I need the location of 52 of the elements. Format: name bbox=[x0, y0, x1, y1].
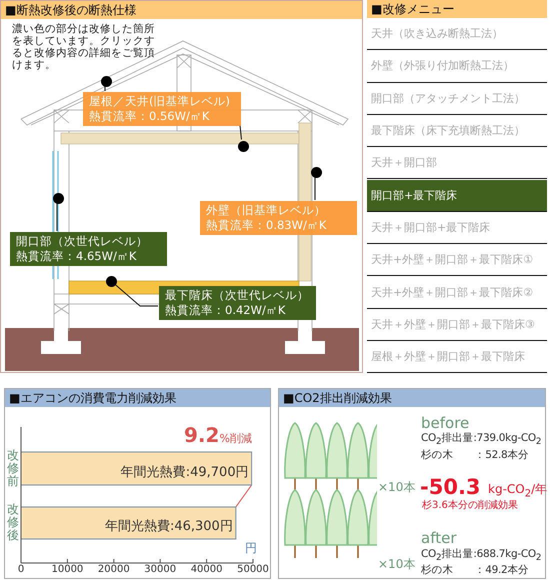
callout-box bbox=[10, 232, 167, 266]
callout-text: 屋根／天井(旧基準レベル) bbox=[89, 94, 231, 109]
menu-item: 天井＋外壁＋開口部＋最下階床③ bbox=[367, 308, 547, 341]
value-label: 年間光熱費:46,300円 bbox=[104, 520, 233, 535]
intro-text: 濃い色の部分は改修した箇所を表しています。クリックすると改修内容の詳細をご覧頂けます。 bbox=[12, 23, 156, 71]
co2-status-heading: before bbox=[421, 415, 470, 432]
value-label: 年間光熱費:49,700円 bbox=[120, 466, 249, 481]
co2-status-heading: after bbox=[421, 530, 456, 548]
emission-text: CO$_{2}$排出量:739.0kg-CO$_{2}$ bbox=[421, 432, 542, 448]
category-label: 改修後 bbox=[7, 503, 19, 543]
callout-box bbox=[83, 92, 241, 126]
axis-label: 円 bbox=[245, 542, 257, 556]
reduction-unit: kg-CO$_{2}$/年 bbox=[488, 483, 548, 500]
tick-label: 50000 bbox=[236, 564, 270, 576]
multiplier-text: ×10本 bbox=[378, 481, 416, 495]
callout-box bbox=[159, 286, 316, 320]
category-label: 改修前 bbox=[7, 448, 19, 488]
menu-item: 開口部（アタッチメント工法） bbox=[367, 82, 547, 115]
panel-heading: ■エアコンの消費電力削減効果 bbox=[5, 389, 270, 407]
cedar-count-text: 杉の木 ：49.2本分 bbox=[421, 564, 529, 576]
tick-label: 0 bbox=[16, 564, 26, 576]
tick-label: 20000 bbox=[96, 564, 131, 576]
leader-line bbox=[114, 283, 158, 306]
annotation: 9.2 bbox=[184, 423, 220, 447]
callout-text: 熱貫流率：4.65W/㎡K bbox=[16, 249, 138, 264]
callout-text: 熱貫流率：0.42W/㎡K bbox=[165, 303, 286, 318]
leader-line bbox=[104, 85, 106, 92]
tick-label: 40000 bbox=[190, 564, 224, 576]
callout-text: 開口部（次世代レベル） bbox=[16, 234, 149, 249]
reduction-note: 杉3.6本分の削減効果 bbox=[422, 500, 518, 512]
panel-heading: ■断熱改修後の断熱仕様 bbox=[1, 1, 362, 19]
callout-text: 熱貫流率：0.56W/㎡K bbox=[89, 109, 210, 124]
tick-label: 30000 bbox=[143, 564, 178, 576]
multiplier-text: ×10本 bbox=[378, 558, 416, 572]
callout-text: 熱貫流率：0.83W/㎡K bbox=[206, 218, 328, 233]
leader-line bbox=[314, 176, 316, 200]
callout-dot bbox=[100, 76, 112, 86]
cedar-count-text: 杉の木 ：52.8本分 bbox=[421, 449, 529, 462]
selected-menu-item: 開口部+最下階床 bbox=[367, 180, 547, 212]
annotation: %削減 bbox=[219, 431, 252, 446]
callout-text: 外壁（旧基準レベル） bbox=[206, 203, 327, 218]
callout-text: 最下階床（次世代レベル） bbox=[165, 288, 310, 303]
callout-dot bbox=[106, 276, 116, 286]
leader-line bbox=[240, 124, 242, 140]
callout-box bbox=[200, 201, 357, 235]
leader-line bbox=[56, 202, 58, 232]
panel-heading: ■CO2排出削減効果 bbox=[279, 389, 545, 407]
reduction-value: -50.3 bbox=[420, 475, 481, 500]
tick-label: 10000 bbox=[50, 564, 84, 576]
panel-heading: ■改修メニュー bbox=[367, 0, 547, 18]
panel bbox=[278, 388, 546, 579]
emission-text: CO$_{2}$排出量:688.7kg-CO$_{2}$ bbox=[421, 548, 542, 564]
